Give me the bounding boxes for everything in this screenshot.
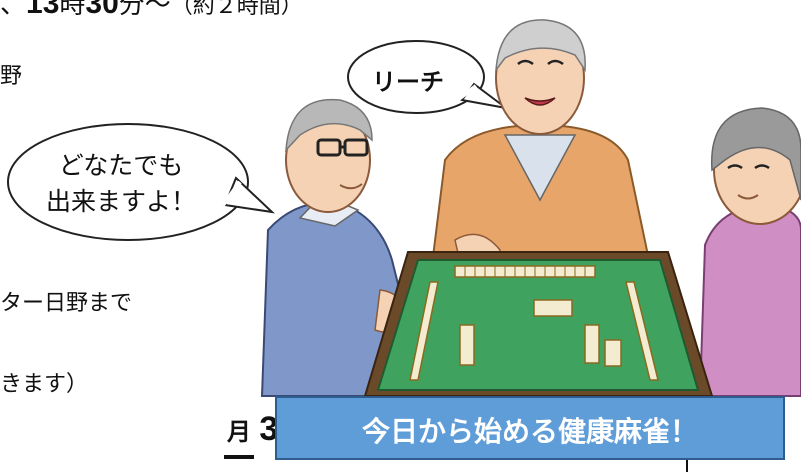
middle-man-figure (430, 19, 652, 266)
title-banner: 今日から始める健康麻雀！ (275, 396, 785, 460)
left-bubble-text: どなたでも出来ますよ！ (46, 151, 197, 216)
center-line: ター日野まで (0, 291, 133, 316)
date-underline (224, 455, 254, 459)
tile-group-center (533, 299, 573, 317)
tile-group-left (459, 324, 475, 366)
mahjong-table (363, 251, 714, 397)
note-line: きます） (0, 372, 89, 397)
time-heading: 、13時30分～（約２時間） (0, 0, 303, 20)
tile-group-right-2 (604, 339, 622, 367)
right-bubble-text: リーチ (372, 68, 444, 96)
tile-row-right (625, 281, 659, 381)
tile-row-top (454, 265, 596, 278)
tile-group-right-1 (584, 324, 600, 364)
banner-text: 今日から始める健康麻雀！ (361, 415, 698, 448)
left-speech-bubble (7, 123, 275, 241)
right-woman-figure (698, 107, 801, 397)
venue-line: 野 (0, 64, 23, 89)
tile-row-left (409, 281, 439, 381)
right-speech-bubble (347, 40, 507, 114)
